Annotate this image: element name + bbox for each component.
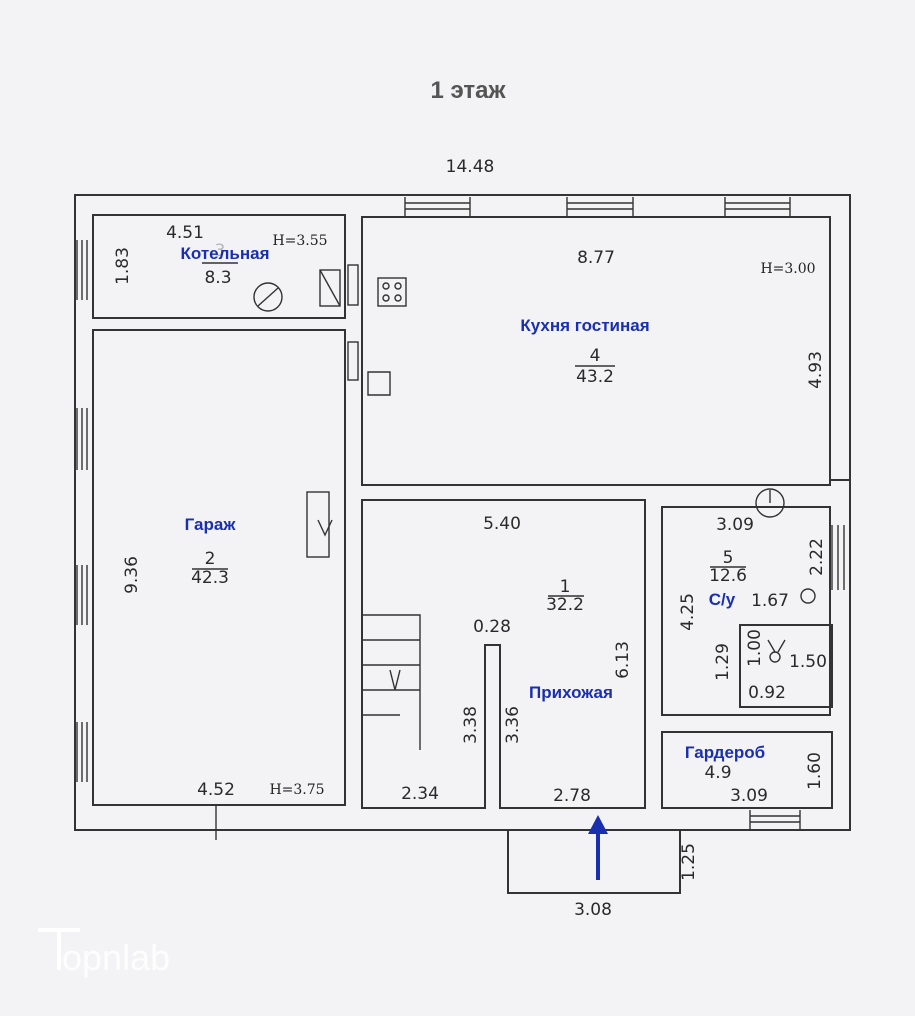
garage-depth: 9.36 bbox=[122, 556, 142, 594]
kitchen-width: 8.77 bbox=[577, 248, 615, 268]
boiler-number: 3 bbox=[215, 241, 226, 261]
bath-dim-3: 1.00 bbox=[745, 629, 765, 667]
shower-icon bbox=[767, 639, 786, 653]
ventilation-icon bbox=[306, 491, 330, 558]
kitchen-label: Кухня гостиная bbox=[520, 316, 649, 335]
wardrobe-depth: 1.60 bbox=[805, 752, 825, 790]
hall-depth: 6.13 bbox=[613, 641, 633, 679]
hall-area: 32.2 bbox=[546, 595, 584, 615]
hall-dim-3: 2.34 bbox=[401, 784, 439, 804]
floor-title: 1 этаж bbox=[430, 77, 506, 104]
bath-dim-5: 0.92 bbox=[748, 683, 786, 703]
wardrobe-area: 4.9 bbox=[704, 763, 731, 783]
kitchen-area: 43.2 bbox=[576, 367, 614, 387]
boiler-area: 8.3 bbox=[204, 268, 231, 288]
watermark-logo: opnlab bbox=[38, 928, 170, 978]
bath-dim-2: 1.29 bbox=[713, 643, 733, 681]
bath-dim-1: 1.67 bbox=[751, 591, 789, 611]
kitchen-height: H=3.00 bbox=[760, 261, 815, 277]
windows bbox=[76, 197, 851, 830]
wardrobe-label: Гардероб bbox=[685, 743, 765, 762]
bath-label: С/у bbox=[709, 590, 736, 609]
toilet-icon bbox=[755, 488, 785, 518]
bath-width: 3.09 bbox=[716, 515, 754, 535]
hall-number: 1 bbox=[560, 577, 571, 597]
sink-icon bbox=[367, 371, 391, 396]
hall-dim-4: 2.78 bbox=[553, 786, 591, 806]
boiler-icon bbox=[253, 282, 283, 312]
porch-depth: 1.25 bbox=[679, 843, 699, 881]
garage-height: H=3.75 bbox=[269, 782, 324, 798]
kitchen-depth: 4.93 bbox=[806, 351, 826, 389]
bath-number: 5 bbox=[723, 548, 734, 568]
walls bbox=[74, 194, 851, 894]
kitchen-number: 4 bbox=[590, 346, 601, 366]
bath-area: 12.6 bbox=[709, 566, 747, 586]
hall-dim-1: 3.38 bbox=[461, 706, 481, 744]
stairs-icon bbox=[362, 614, 421, 750]
garage-number: 2 bbox=[205, 549, 216, 569]
washbasin-icon bbox=[800, 588, 816, 604]
boiler-height: H=3.55 bbox=[272, 233, 327, 249]
garage-width: 4.52 bbox=[197, 780, 235, 800]
stove-icon bbox=[377, 277, 407, 307]
porch-width: 3.08 bbox=[574, 900, 612, 920]
bath-depth: 4.25 bbox=[678, 593, 698, 631]
bath-dim-4: 1.50 bbox=[789, 652, 827, 672]
hall-label: Прихожая bbox=[529, 683, 613, 702]
bath-dim-0: 2.22 bbox=[807, 538, 827, 576]
svg-text:opnlab: opnlab bbox=[62, 937, 170, 978]
wardrobe-width: 3.09 bbox=[730, 786, 768, 806]
hall-dim-2: 3.36 bbox=[503, 706, 523, 744]
entrance-arrow-icon bbox=[588, 815, 608, 880]
boiler-label: Котельная bbox=[180, 244, 269, 263]
garage-area: 42.3 bbox=[191, 568, 229, 588]
garage-label: Гараж bbox=[185, 515, 237, 534]
hall-dim-0: 0.28 bbox=[473, 617, 511, 637]
fixtures bbox=[253, 264, 816, 750]
boiler-depth: 1.83 bbox=[113, 247, 133, 285]
hall-width: 5.40 bbox=[483, 514, 521, 534]
boiler-width: 4.51 bbox=[166, 223, 204, 243]
overall-width: 14.48 bbox=[446, 157, 495, 177]
